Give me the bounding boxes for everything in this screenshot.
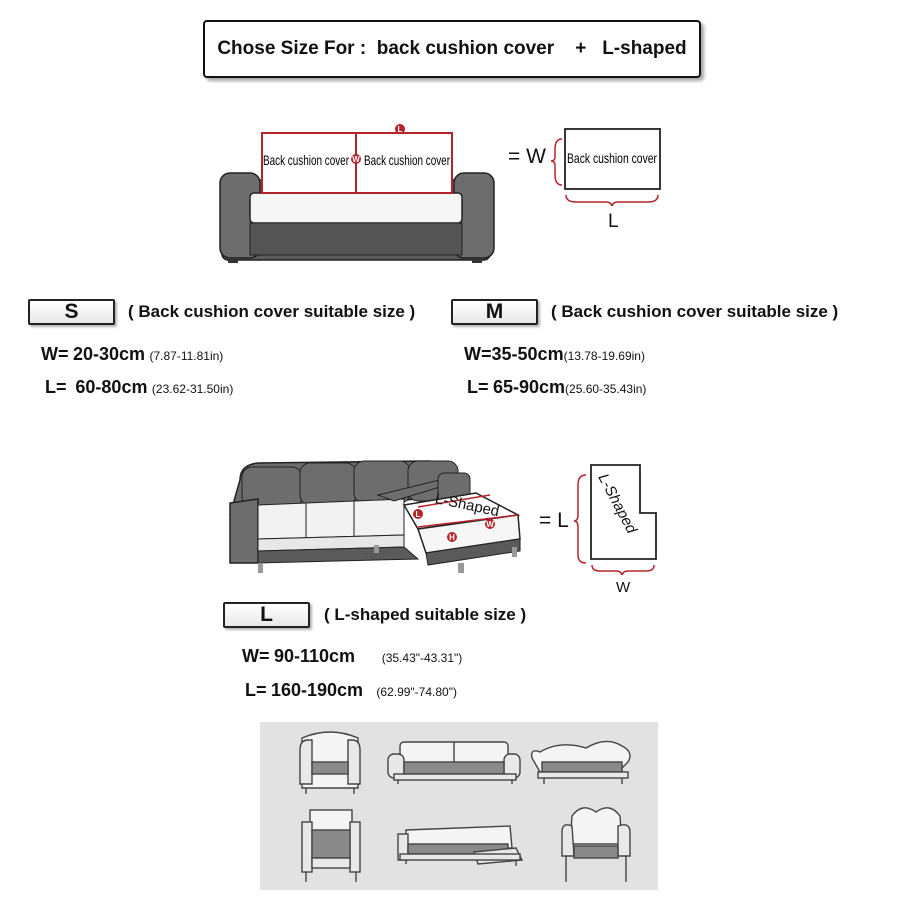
size-m-width: W=35-50cm(13.78-19.69in): [464, 344, 645, 364]
equals-w: = W: [508, 145, 546, 168]
detail-l-shape: [590, 464, 657, 560]
cushion-label-2: Back cushion cover: [364, 152, 450, 168]
back-cushion-diagram: Back cushion cover Back cushion cover L …: [219, 124, 661, 263]
size-s-desc: ( Back cushion cover suitable size ): [128, 302, 416, 321]
sofa-illustration: [219, 172, 495, 263]
svg-text:W: W: [486, 520, 494, 529]
header-title: Chose Size For : back cushion cover + L-…: [217, 38, 687, 59]
marker-l-badge: L: [395, 124, 405, 134]
length-brace: [565, 194, 659, 207]
l-length-brace: [573, 474, 587, 564]
svg-text:W: W: [352, 155, 360, 164]
detail-cushion: [564, 128, 661, 190]
detail-l: L: [608, 211, 619, 232]
size-tag-s: S: [28, 299, 115, 325]
size-tag-m: M: [451, 299, 538, 325]
furniture-icon-panel: [260, 722, 658, 890]
l-sofa-illustration: [228, 460, 521, 573]
size-l-desc: ( L-shaped suitable size ): [324, 605, 527, 624]
size-s-length: L= 60-80cm (23.62-31.50in): [45, 377, 234, 397]
furniture-icons: [299, 731, 631, 882]
header-box: Chose Size For : back cushion cover + L-…: [203, 20, 701, 78]
chaise-icon: [530, 740, 631, 784]
size-m-length: L= 65-90cm(25.60-35.43in): [467, 377, 647, 397]
cushion-label-1: Back cushion cover: [263, 152, 349, 168]
marker-w2-badge: W: [485, 519, 495, 529]
equals-l: = L: [539, 509, 569, 532]
armchair-icon: [301, 809, 361, 882]
l-sofa-width-line: [417, 514, 519, 528]
tub-chair-icon: [299, 731, 361, 794]
svg-text:H: H: [449, 533, 455, 542]
marker-l2-badge: L: [413, 509, 423, 519]
l-width-brace: [591, 564, 655, 576]
wingback-chair-icon: [561, 807, 631, 882]
size-m-desc: ( Back cushion cover suitable size ): [551, 302, 839, 321]
size-tag-l: L: [223, 602, 310, 628]
detail-w: W: [616, 579, 631, 596]
l-sofa-length-line: [417, 494, 491, 508]
marker-h2-badge: H: [447, 532, 457, 542]
detail-cushion-label: Back cushion cover: [567, 150, 657, 166]
svg-text:L: L: [416, 510, 421, 519]
marker-w-badge: W: [351, 154, 361, 164]
l-shaped-diagram: L-Shaped L W H = L L-Shaped W: [228, 460, 657, 596]
sectional-icon: [397, 825, 524, 866]
size-s-width: W= 20-30cm (7.87-11.81in): [41, 344, 224, 364]
size-l-width: W= 90-110cm (35.43"-43.31"): [242, 646, 463, 666]
size-l-length: L= 160-190cm (62.99"-74.80"): [245, 680, 457, 700]
loveseat-icon: [387, 741, 521, 784]
svg-text:L: L: [398, 125, 403, 134]
width-brace: [550, 138, 563, 186]
